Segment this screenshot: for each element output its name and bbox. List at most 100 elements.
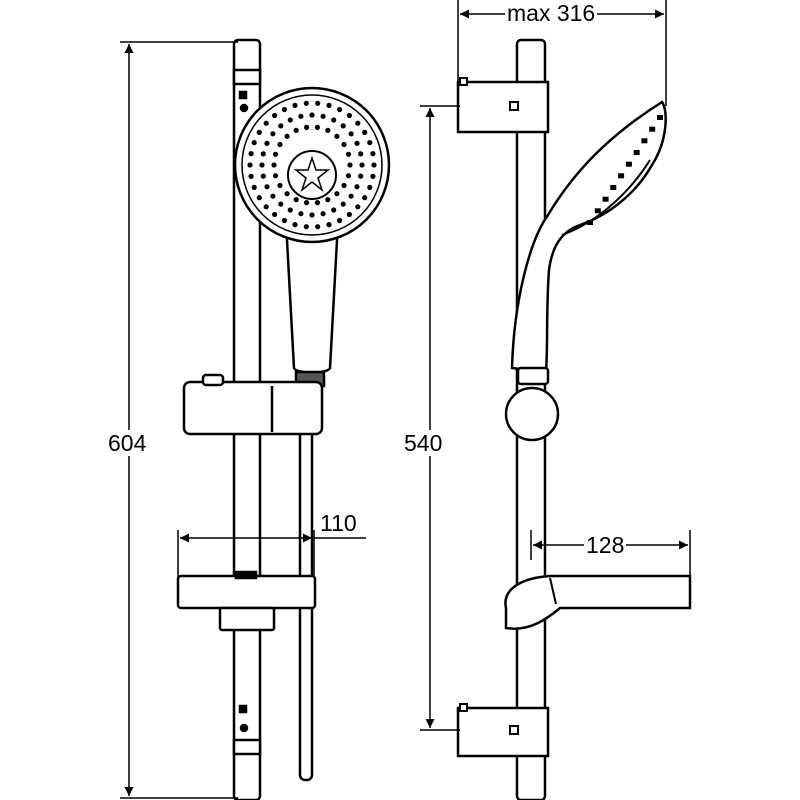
spray-nozzle [263, 204, 269, 210]
dim-label-soap-dish-depth: 128 [584, 532, 627, 558]
spray-nozzle [277, 182, 283, 189]
side-nozzle [641, 138, 648, 144]
side-nozzle [625, 161, 632, 167]
spray-nozzle [248, 151, 254, 157]
spray-nozzle [355, 204, 361, 210]
spray-nozzle [271, 162, 277, 168]
spray-nozzle [292, 222, 298, 228]
spray-nozzle [331, 207, 337, 213]
side-nozzle [633, 150, 640, 155]
spray-nozzle [362, 195, 368, 201]
spray-nozzle [314, 200, 320, 206]
spray-nozzle [359, 162, 365, 168]
side-nozzle [587, 220, 593, 225]
spray-nozzle [314, 124, 320, 130]
spray-nozzle [277, 141, 283, 148]
front-view [176, 38, 391, 800]
spray-nozzle [292, 102, 298, 108]
spray-nozzle [320, 113, 326, 119]
spray-nozzle [371, 162, 377, 168]
spray-nozzle [272, 151, 279, 157]
spray-nozzle [337, 217, 343, 224]
spray-nozzle [315, 224, 321, 230]
side-nozzle [594, 208, 601, 214]
spray-nozzle [309, 112, 315, 118]
ball-holder-side [504, 386, 560, 442]
side-nozzle [657, 115, 663, 120]
spray-nozzle [341, 182, 347, 189]
spray-nozzle [298, 211, 304, 217]
spray-nozzle [354, 184, 360, 190]
spray-nozzle [348, 131, 354, 137]
spray-nozzle [315, 100, 321, 106]
spray-nozzle [293, 197, 299, 203]
bottom-bracket-front [232, 704, 262, 756]
side-nozzle [610, 185, 617, 190]
spray-nozzle [320, 211, 326, 217]
spray-nozzle [248, 173, 254, 179]
spray-nozzle [298, 113, 304, 119]
dim-label-total-height: 604 [106, 430, 149, 456]
spray-nozzle [293, 127, 299, 133]
spray-nozzle [334, 191, 340, 197]
spray-nozzle [260, 173, 266, 179]
spray-center-star [293, 155, 331, 193]
spray-nozzle [251, 140, 257, 146]
spray-nozzle [251, 184, 257, 190]
spray-nozzle [309, 212, 315, 218]
top-bracket-side [456, 77, 550, 134]
spray-nozzle [367, 184, 373, 190]
spray-nozzle [370, 173, 376, 179]
spray-nozzle [272, 173, 279, 179]
bottom-bracket-side [456, 703, 550, 758]
spray-nozzle [303, 100, 309, 106]
soap-dish-front [176, 574, 317, 610]
spray-nozzle [260, 151, 266, 157]
spray-nozzle [345, 151, 352, 157]
spray-nozzle [281, 217, 287, 224]
spray-nozzle [278, 201, 284, 207]
spray-nozzle [281, 106, 287, 113]
spray-nozzle [325, 197, 331, 203]
spray-nozzle [345, 173, 352, 179]
spray-nozzle [341, 141, 347, 148]
spray-nozzle [264, 184, 270, 190]
dim-label-soap-dish-width: 110 [318, 510, 359, 536]
hand-shower-handle [284, 218, 340, 374]
spray-nozzle [304, 200, 310, 206]
spray-nozzle [367, 140, 373, 146]
spray-nozzle [256, 195, 262, 201]
top-bracket-front [232, 68, 262, 113]
spray-nozzle [334, 133, 340, 139]
spray-nozzle [370, 151, 376, 157]
spray-nozzle [358, 173, 364, 179]
spray-nozzle [326, 102, 332, 108]
spray-nozzle [287, 117, 293, 123]
dim-label-max-projection: max 316 [505, 0, 598, 26]
spray-nozzles [247, 100, 377, 230]
dimension-lines [120, 0, 691, 799]
spray-nozzle [287, 207, 293, 213]
spray-nozzle [355, 120, 361, 126]
spray-nozzle [259, 162, 265, 168]
spray-nozzle [340, 201, 346, 207]
spray-nozzle [326, 222, 332, 228]
spray-nozzle [247, 162, 253, 168]
soap-dish-side [504, 574, 692, 630]
spray-nozzle [263, 120, 269, 126]
spray-nozzle [358, 151, 364, 157]
spray-nozzle [331, 117, 337, 123]
spray-nozzle [272, 112, 278, 119]
spray-nozzle [278, 123, 284, 129]
spray-nozzle [354, 140, 360, 146]
spray-nozzle [272, 211, 278, 218]
side-nozzle [618, 173, 625, 179]
side-nozzle [602, 196, 609, 202]
spray-nozzle [346, 211, 352, 218]
spray-nozzle [284, 133, 290, 139]
slider-holder-front [182, 380, 324, 436]
spray-nozzle [340, 123, 346, 129]
spray-nozzle [337, 106, 343, 113]
